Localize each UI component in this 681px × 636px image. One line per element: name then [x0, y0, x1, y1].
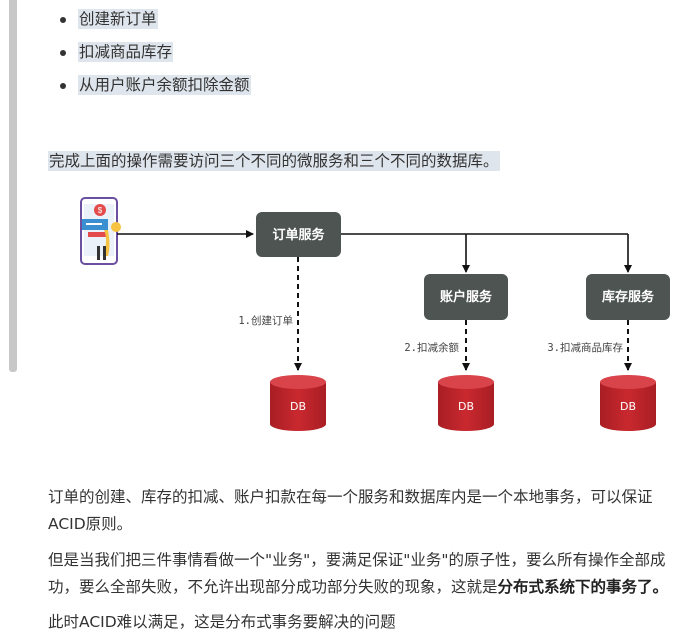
step-label-account: 2.扣减余额	[404, 341, 459, 354]
svg-text:账户服务: 账户服务	[440, 289, 493, 305]
account-service-node: 账户服务	[424, 274, 508, 320]
account-db-icon: DB	[438, 375, 494, 431]
paragraph-distributed-transaction: 但是当我们把三件事情看做一个"业务"，要满足保证"业务"的原子性，要么所有操作全…	[48, 551, 669, 596]
step-label-order: 1.创建订单	[238, 314, 293, 327]
svg-text:DB: DB	[620, 400, 636, 413]
intro-paragraph: 完成上面的操作需要访问三个不同的微服务和三个不同的数据库。	[48, 151, 500, 171]
stock-db-icon: DB	[600, 375, 656, 431]
list-item: 扣减商品库存	[60, 39, 251, 72]
operation-list: 创建新订单 扣减商品库存 从用户账户余额扣除金额	[60, 6, 251, 105]
svg-text:DB: DB	[458, 400, 474, 413]
paragraph-acid-problem: 此时ACID难以满足，这是分布式事务要解决的问题	[48, 613, 396, 631]
user-phone-icon: $	[80, 197, 121, 265]
stock-service-node: 库存服务	[586, 274, 670, 320]
list-item: 从用户账户余额扣除金额	[60, 72, 251, 105]
order-service-node: 订单服务	[256, 212, 341, 257]
paragraph-local-transaction: 订单的创建、库存的扣减、账户扣款在每一个服务和数据库内是一个本地事务，可以保证A…	[48, 488, 653, 533]
svg-text:订单服务: 订单服务	[272, 227, 325, 243]
svg-text:DB: DB	[290, 400, 306, 413]
svg-text:$: $	[98, 206, 103, 215]
order-db-icon: DB	[270, 375, 326, 431]
service-diagram: $ 订单服务 账户服务 库存服务	[80, 197, 670, 431]
list-item: 创建新订单	[60, 6, 251, 39]
step-label-stock: 3.扣减商品库存	[547, 341, 623, 354]
svg-text:库存服务: 库存服务	[602, 289, 655, 305]
scroll-indicator[interactable]	[9, 0, 17, 372]
